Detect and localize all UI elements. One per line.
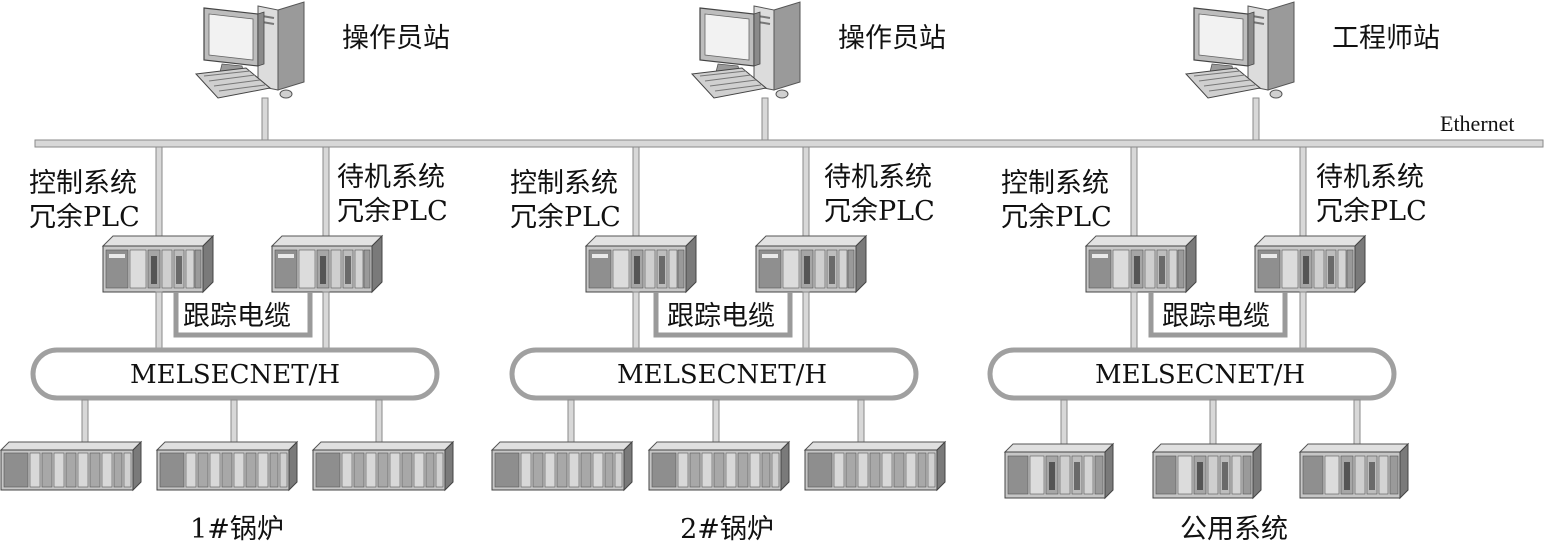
bus-label: MELSECNET/H [130,360,340,390]
standby-plc-label-2: 冗余PLC [824,196,935,227]
station-label: 工程师站 [1332,23,1440,54]
control-plc [585,235,697,293]
system-group-1: 跟踪电缆 控制系统 冗余PLC 待机系统 冗余PLC MELSECNET/H 1… [0,146,454,545]
tracking-cable-label: 跟踪电缆 [1162,301,1270,332]
group-label: 1#锅炉 [190,514,284,545]
io-rack [648,441,790,491]
tracking-cable-label: 跟踪电缆 [183,301,291,332]
io-rack [1152,443,1262,499]
melsecnet-bus [30,347,440,401]
workstation-3: 工程师站 [1185,1,1440,141]
computer-icon [195,1,305,99]
standby-plc-label-2: 冗余PLC [1316,196,1427,227]
station-label: 操作员站 [342,23,450,54]
group-label: 2#锅炉 [680,514,774,545]
control-plc-label-2: 冗余PLC [1001,202,1112,233]
control-plc-label-1: 控制系统 [510,168,618,199]
standby-plc [1254,235,1366,293]
io-rack [1299,443,1409,499]
group-label: 公用系统 [1180,514,1288,545]
tracking-cable-label: 跟踪电缆 [667,301,775,332]
standby-plc-label-1: 待机系统 [1316,162,1424,193]
workstation-1: 操作员站 [195,1,450,141]
computer-icon [1185,1,1295,99]
control-plc-label-2: 冗余PLC [29,202,140,233]
station-label: 操作员站 [838,23,946,54]
melsecnet-bus [509,347,919,401]
tracking-cable [173,292,313,338]
control-plc [102,235,214,293]
system-group-2: 跟踪电缆 控制系统 冗余PLC 待机系统 冗余PLC MELSECNET/H 2… [491,146,946,545]
control-plc [1085,235,1197,293]
tracking-cable [653,292,793,338]
system-group-3: 跟踪电缆 控制系统 冗余PLC 待机系统 冗余PLC MELSECNET/H 公… [987,146,1427,545]
io-rack [312,441,454,491]
tracking-cable [1148,292,1288,338]
io-rack [0,441,142,491]
ethernet-label: Ethernet [1440,111,1515,136]
bus-label: MELSECNET/H [1095,360,1305,390]
io-rack [156,441,298,491]
ethernet-backbone [34,139,1544,148]
computer-icon [691,1,801,99]
io-rack [491,441,633,491]
standby-plc-label-1: 待机系统 [337,162,445,193]
io-rack [804,441,946,491]
standby-plc-label-1: 待机系统 [824,162,932,193]
io-rack [1004,443,1114,499]
bus-label: MELSECNET/H [617,360,827,390]
control-plc-label-1: 控制系统 [29,168,137,199]
standby-plc-label-2: 冗余PLC [337,196,448,227]
standby-plc [271,235,383,293]
control-plc-label-1: 控制系统 [1001,168,1109,199]
control-plc-label-2: 冗余PLC [510,202,621,233]
melsecnet-bus [987,347,1397,401]
workstation-2: 操作员站 [691,1,946,141]
standby-plc [755,235,867,293]
